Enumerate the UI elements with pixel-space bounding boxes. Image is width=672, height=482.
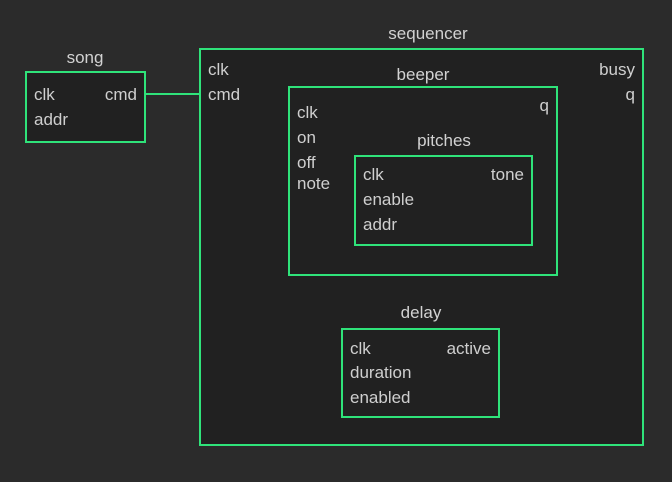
port-beeper-out-q: q: [539, 96, 549, 115]
block-title-delay: delay: [400, 303, 442, 322]
port-pitches-in-addr: addr: [363, 215, 398, 234]
port-song-in-addr: addr: [34, 110, 69, 129]
port-pitches-out-tone: tone: [490, 165, 524, 184]
block-delay[interactable]: [341, 328, 500, 418]
port-beeper-in-off: off: [297, 153, 316, 172]
block-pitches[interactable]: [354, 155, 533, 246]
port-sequencer-in-cmd: cmd: [208, 85, 241, 104]
port-beeper-in-note: note: [297, 174, 331, 193]
block-title-pitches: pitches: [417, 131, 471, 150]
block-title-beeper: beeper: [396, 65, 450, 84]
port-sequencer-in-clk: clk: [208, 60, 229, 79]
port-pitches-in-enable: enable: [363, 190, 415, 209]
port-delay-in-duration: duration: [350, 363, 412, 382]
port-delay-in-clk: clk: [350, 339, 371, 358]
port-sequencer-out-busy: busy: [599, 60, 635, 79]
port-sequencer-out-q: q: [625, 85, 635, 104]
wire-song-cmd-to-sequencer-cmd: [146, 93, 199, 95]
port-song-in-clk: clk: [34, 85, 55, 104]
port-song-out-cmd: cmd: [104, 85, 137, 104]
port-delay-in-enabled: enabled: [350, 388, 411, 407]
port-beeper-in-clk: clk: [297, 103, 318, 122]
block-song[interactable]: [25, 71, 146, 143]
port-delay-out-active: active: [446, 339, 491, 358]
port-beeper-in-on: on: [297, 128, 316, 147]
port-pitches-in-clk: clk: [363, 165, 384, 184]
block-title-song: song: [66, 48, 104, 67]
block-title-sequencer: sequencer: [388, 24, 468, 43]
